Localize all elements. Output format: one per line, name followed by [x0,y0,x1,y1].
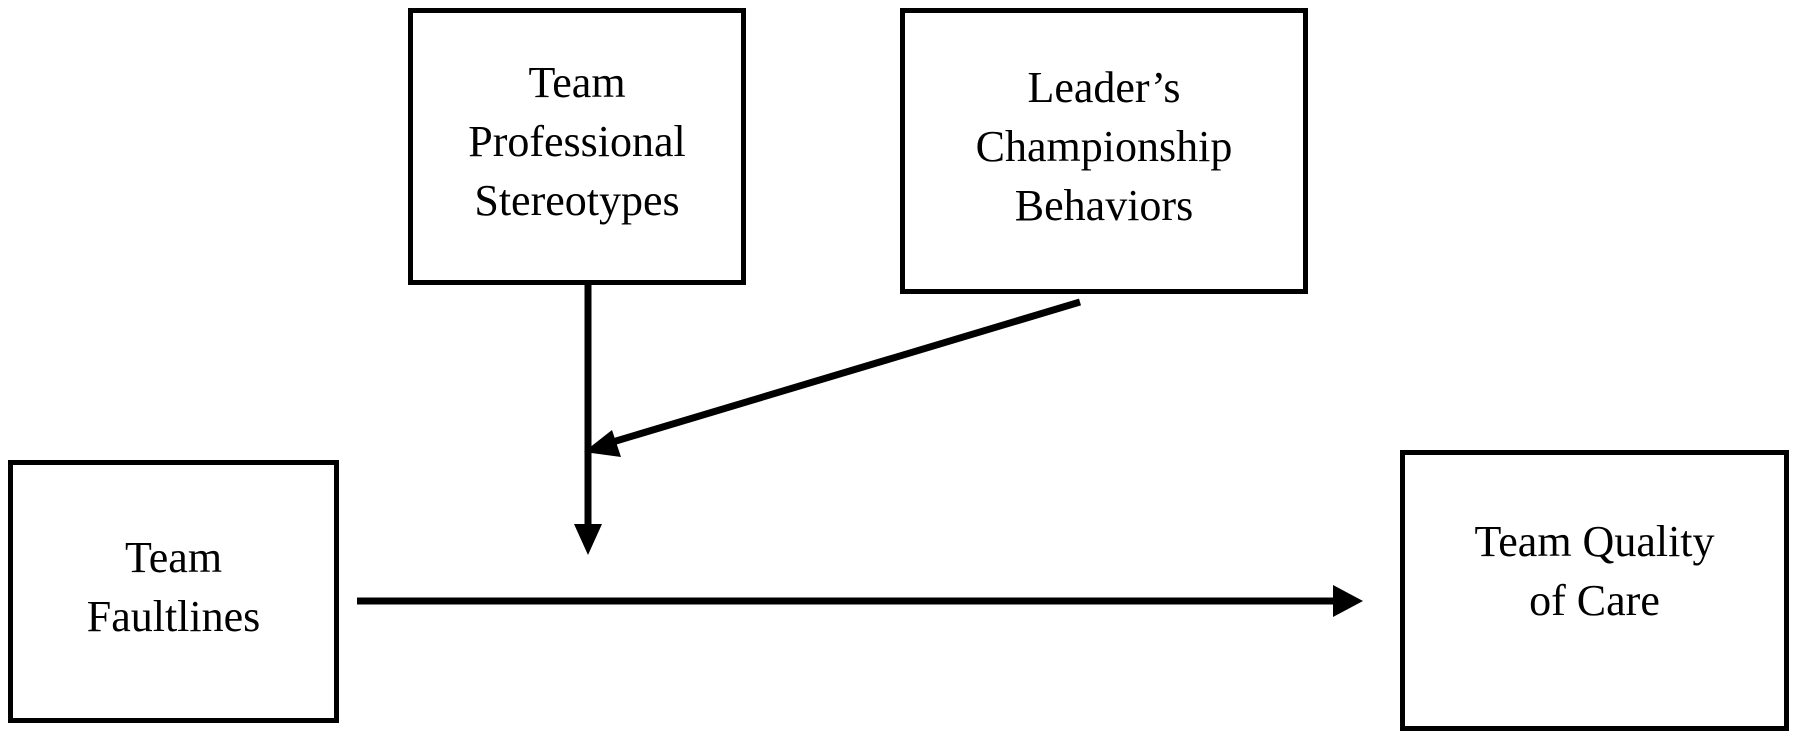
team-professional-stereotypes-box: Team Professional Stereotypes [408,8,746,285]
label-line: Team Quality [1474,516,1715,566]
label-line: Team [528,58,626,107]
team-faultlines-label: Team Faultlines [13,528,334,646]
team-faultlines-box: Team Faultlines [8,460,339,723]
label-line: Professional [468,117,686,166]
faultlines-to-quality-arrowhead [1333,585,1363,617]
label-line: of Care [1529,575,1660,625]
label-line: Leader’s [1027,62,1181,112]
team-quality-of-care-label: Team Quality of Care [1405,512,1784,630]
stereotypes-moderation-arrowhead [574,524,602,555]
team-professional-stereotypes-label: Team Professional Stereotypes [413,53,741,230]
leaders-championship-behaviors-box: Leader’s Championship Behaviors [900,8,1308,294]
label-line: Stereotypes [474,176,680,225]
leaders-championship-behaviors-label: Leader’s Championship Behaviors [905,58,1303,235]
label-line: Team [124,532,223,582]
leader-moderation-arrow-shaft [604,298,1082,448]
leader-moderation-arrowhead [584,430,621,457]
label-line: Behaviors [1014,180,1194,230]
label-line: Championship [975,121,1233,171]
team-quality-of-care-box: Team Quality of Care [1400,450,1789,731]
label-line: Faultlines [86,591,261,641]
